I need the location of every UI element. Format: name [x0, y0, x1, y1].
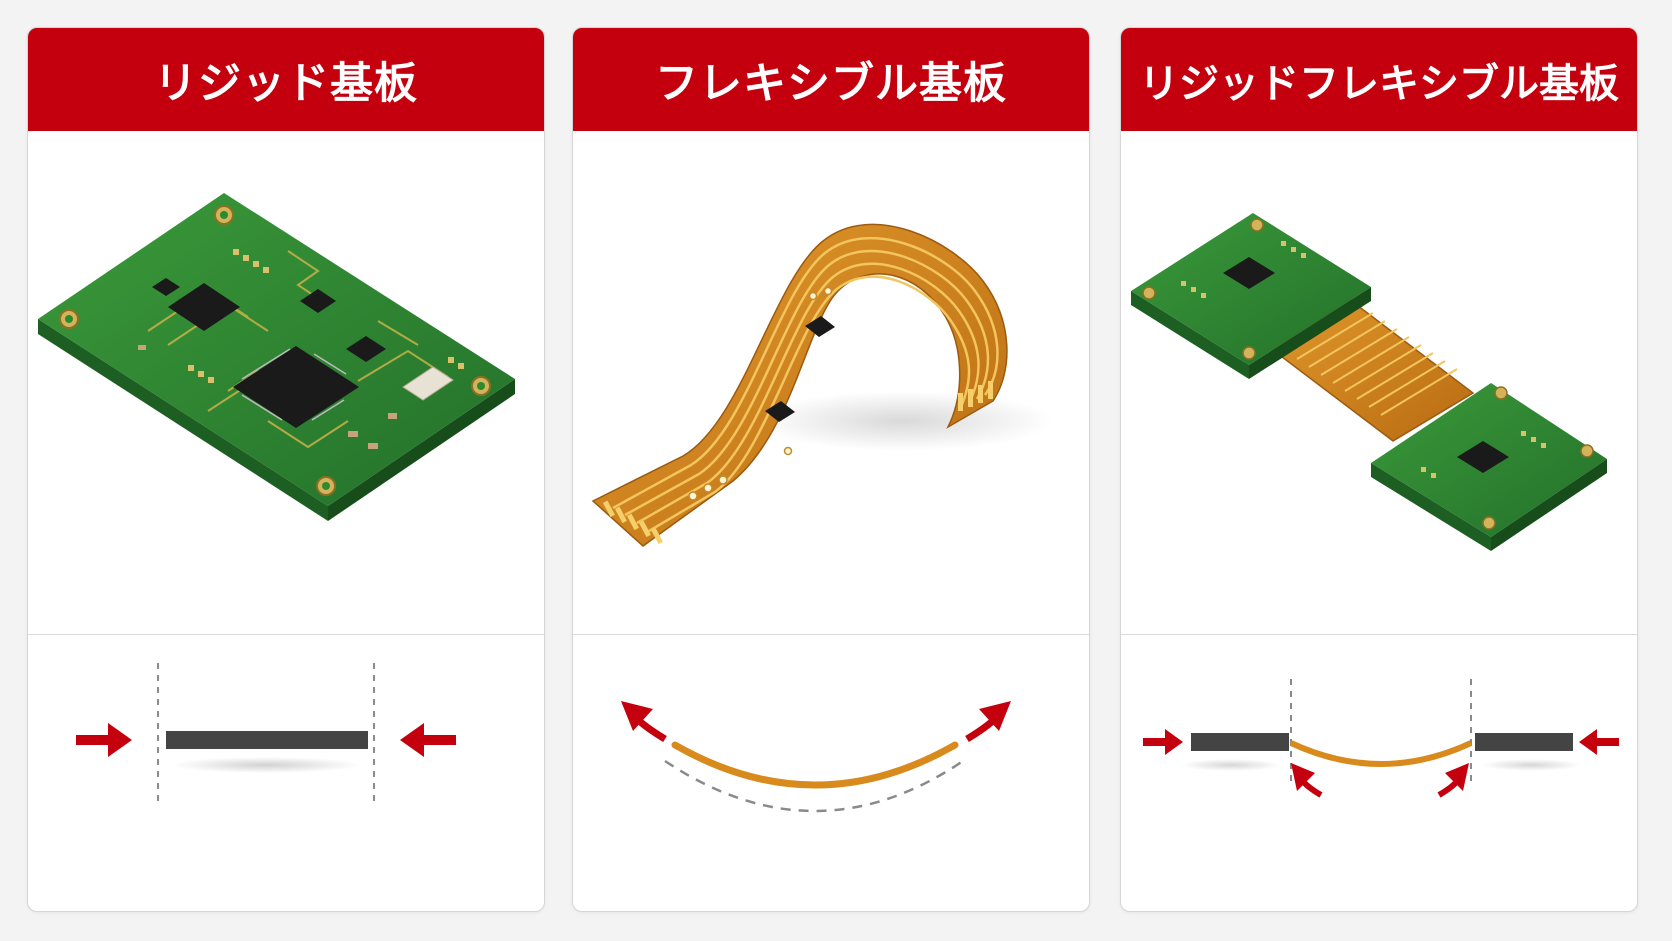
panel-rigid: リジッド基板 [27, 27, 545, 912]
flex-board-curve [671, 741, 959, 789]
rigid-flex-pcb-icon [1131, 213, 1607, 551]
panel-flexible: フレキシブル基板 [572, 27, 1090, 912]
right-bend-arrow [965, 701, 1011, 743]
right-compress-arrow [1579, 729, 1619, 755]
left-bend-arrow [621, 701, 667, 743]
flex-bend-diagram [573, 635, 1089, 911]
original-position-dashed [664, 759, 964, 813]
rigid-compress-diagram [28, 635, 544, 911]
panel-rigid-divider [28, 634, 544, 635]
rigid-flex-bend-icon [1143, 679, 1619, 798]
panel-rigid-flex: リジッドフレキシブル基板 [1120, 27, 1638, 912]
rigid-pcb-illustration [28, 131, 544, 634]
left-compress-arrow [1143, 729, 1183, 755]
panel-rigid-flex-title: リジッドフレキシブル基板 [1139, 60, 1619, 107]
rigid-flex-bend-diagram [1121, 635, 1637, 911]
flex-bend-icon [621, 701, 1011, 813]
left-upward-bend-arrow [1291, 763, 1323, 798]
rigid-compress-icon [76, 663, 456, 803]
left-rigid-section [1191, 733, 1289, 751]
flexible-pcb-icon [591, 223, 1053, 547]
right-upward-bend-arrow [1437, 763, 1469, 798]
panel-rigid-title: リジッド基板 [154, 58, 418, 109]
rigid-flex-pcb-illustration [1121, 131, 1637, 634]
panel-flexible-title: フレキシブル基板 [655, 58, 1007, 109]
panel-rigid-flex-divider [1121, 634, 1637, 635]
right-rigid-section [1475, 733, 1573, 751]
right-compress-arrow [400, 723, 456, 757]
rigid-board-bar [166, 731, 368, 749]
rigid-pcb-icon [38, 193, 515, 521]
panel-flexible-divider [573, 634, 1089, 635]
left-compress-arrow [76, 723, 132, 757]
flex-section-curve [1289, 740, 1473, 767]
panel-flexible-header: フレキシブル基板 [573, 28, 1089, 131]
panel-rigid-header: リジッド基板 [28, 28, 544, 131]
flexible-pcb-illustration [573, 131, 1089, 634]
panel-rigid-flex-header: リジッドフレキシブル基板 [1121, 28, 1637, 131]
